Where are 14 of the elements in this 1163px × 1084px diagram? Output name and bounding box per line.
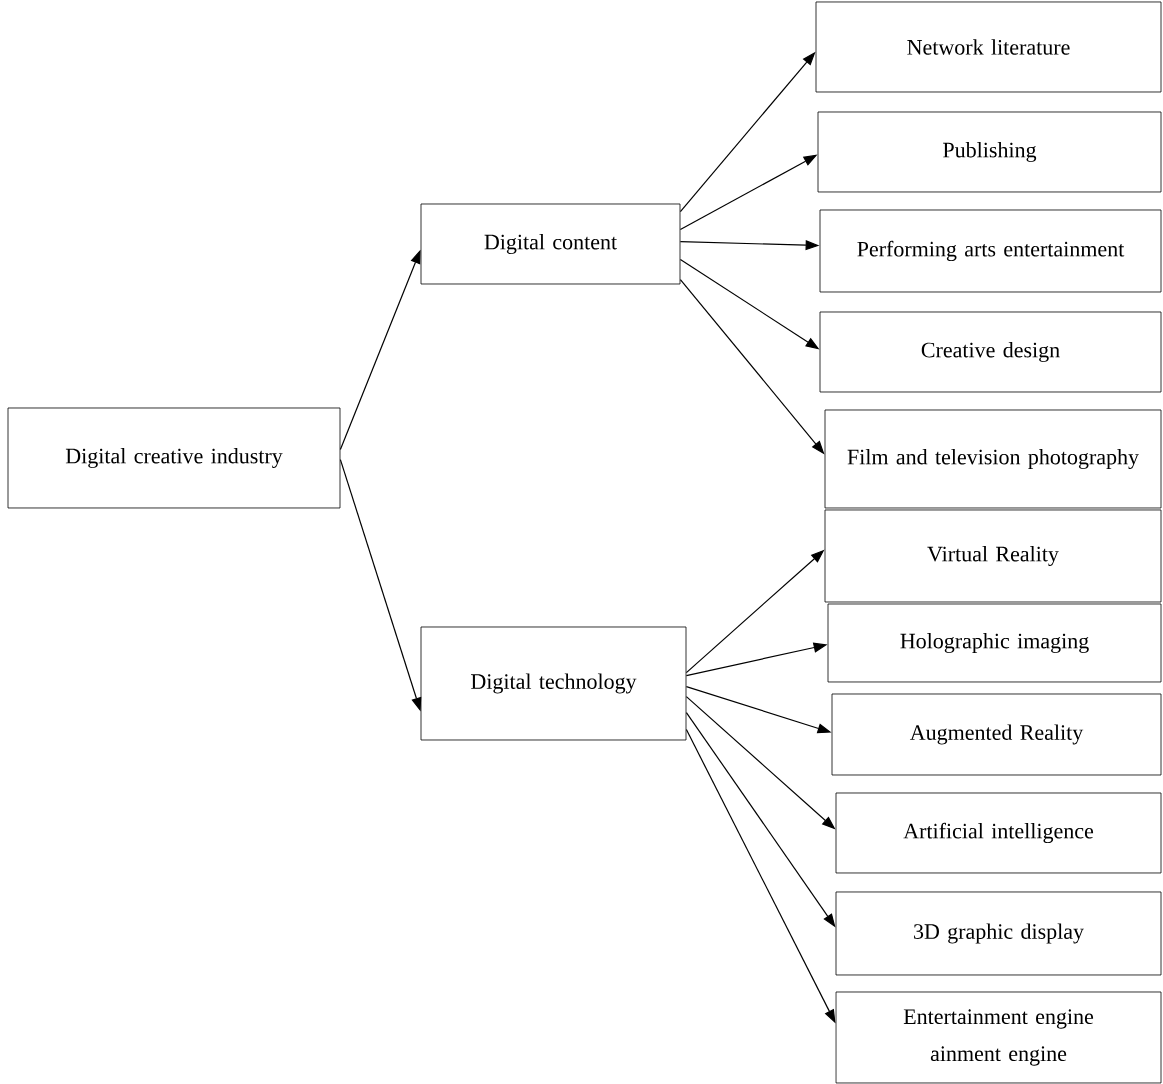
text-box: Digital creative industry — [7, 407, 341, 509]
text-box: Digital technology — [420, 626, 687, 741]
text-box: Virtual Reality — [824, 509, 1162, 603]
text-box: Creative design — [819, 311, 1162, 393]
text-box: 3D graphic display — [835, 891, 1162, 976]
text-box: Digital content — [420, 203, 681, 285]
text-box: Artificial intelligence — [835, 792, 1162, 874]
text-box: Performing arts entertainment — [819, 209, 1162, 293]
text-box: Entertainment engine ainment engine — [835, 991, 1162, 1084]
text-box: Network literature — [815, 1, 1162, 93]
text-box: Holographic imaging — [827, 603, 1162, 683]
text-box: Film and television photography — [824, 409, 1162, 509]
text-box: Augmented Reality — [831, 693, 1162, 776]
text-box: Publishing — [817, 111, 1162, 193]
